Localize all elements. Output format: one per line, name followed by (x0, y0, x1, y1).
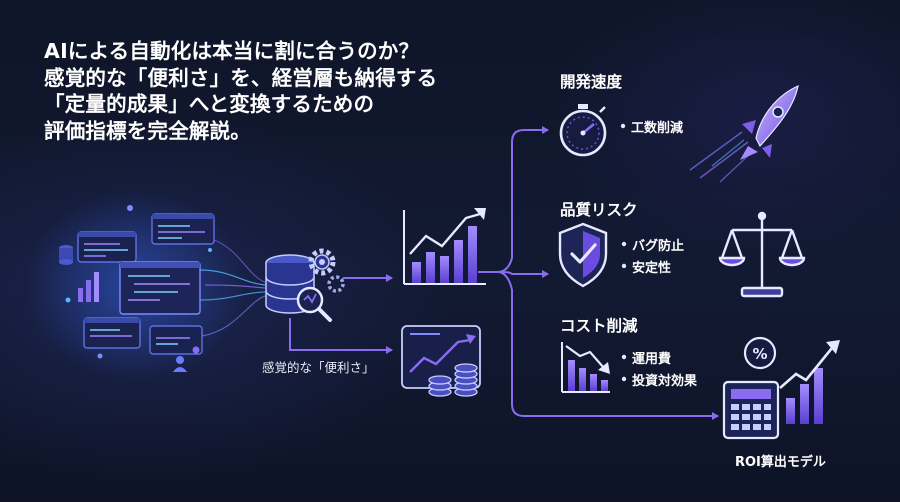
headline-line: AIによる自動化は本当に割に合うのか？ (44, 39, 420, 63)
category-item: バグ防止 (632, 239, 685, 254)
category-item: 安定性 (632, 261, 672, 276)
shield-check-icon (558, 222, 608, 288)
scales-icon (718, 211, 806, 298)
headline: AIによる自動化は本当に割に合うのか？ 感覚的な「便利さ」を、経営層も納得する … (44, 38, 437, 144)
chart-down-icon (561, 342, 610, 393)
bar-chart-up-icon (403, 208, 486, 285)
stopwatch-icon (559, 104, 607, 157)
bullet-dot (621, 376, 627, 382)
bullet-dot (621, 354, 627, 360)
database-gear-icon (265, 248, 345, 322)
category-item: 運用費 (632, 352, 672, 367)
bullet-dot (621, 263, 627, 269)
category-item: 工数削減 (631, 121, 684, 136)
headline-line: 感覚的な「便利さ」を、経営層も納得する (44, 65, 438, 90)
flow-arrows (289, 126, 719, 420)
rocket-icon (689, 84, 799, 183)
category-title-cost-reduction: コスト削減 (560, 317, 638, 335)
category-title-quality-risk: 品質リスク (560, 201, 638, 219)
svg-text:%: % (752, 345, 767, 363)
roi-label: ROI算出モデル (735, 455, 826, 470)
bullet-dot (620, 123, 626, 129)
category-item: 投資対効果 (632, 374, 698, 389)
data-flow-lines (199, 239, 266, 337)
category-title-dev-speed: 開発速度 (560, 73, 623, 91)
headline-line: 評価指標を完全解説。 (44, 118, 251, 143)
input-label: 感覚的な「便利さ」 (262, 360, 375, 375)
code-windows-icon (25, 190, 245, 380)
calculator-percent-icon: % (722, 336, 840, 440)
bullet-dot (621, 241, 627, 247)
chart-coins-icon (401, 325, 481, 397)
headline-line: 「定量的成果」へと変換するための (44, 92, 375, 116)
